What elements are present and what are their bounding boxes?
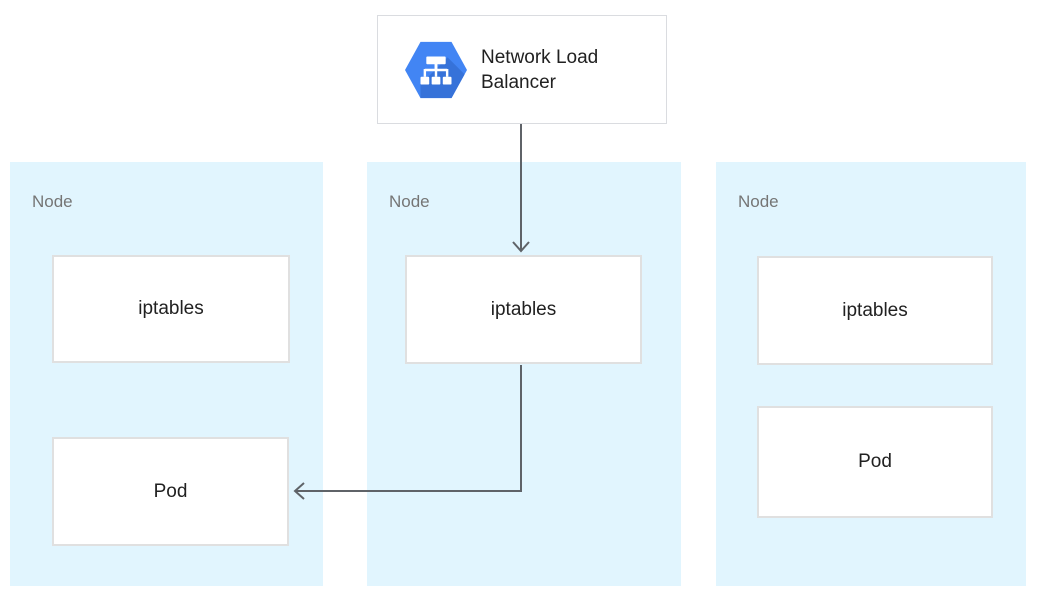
node-2: Node iptables [367, 162, 681, 586]
node-1-iptables-label: iptables [138, 298, 204, 319]
network-load-balancer-hexagon-icon [405, 41, 467, 99]
node-1: Node iptables Pod [10, 162, 323, 586]
load-balancer-label: Network Load Balancer [481, 46, 599, 93]
node-3-label: Node [738, 192, 779, 211]
node-3: Node iptables Pod [716, 162, 1026, 586]
node-2-label: Node [389, 192, 430, 211]
node-1-pod-label: Pod [153, 480, 188, 502]
node-3-pod-box: Pod [757, 406, 993, 518]
load-balancer-card: Network Load Balancer [377, 15, 667, 124]
node-2-iptables-label: iptables [490, 298, 557, 320]
node-2-iptables-box: iptables [405, 255, 642, 364]
node-1-iptables-box: iptables [52, 255, 290, 363]
node-3-iptables-box: iptables [757, 256, 993, 365]
node-1-pod-box: Pod [52, 437, 289, 546]
node-3-pod-label: Pod [858, 451, 892, 472]
node-3-iptables-label: iptables [842, 299, 908, 321]
node-1-label: Node [32, 192, 73, 211]
